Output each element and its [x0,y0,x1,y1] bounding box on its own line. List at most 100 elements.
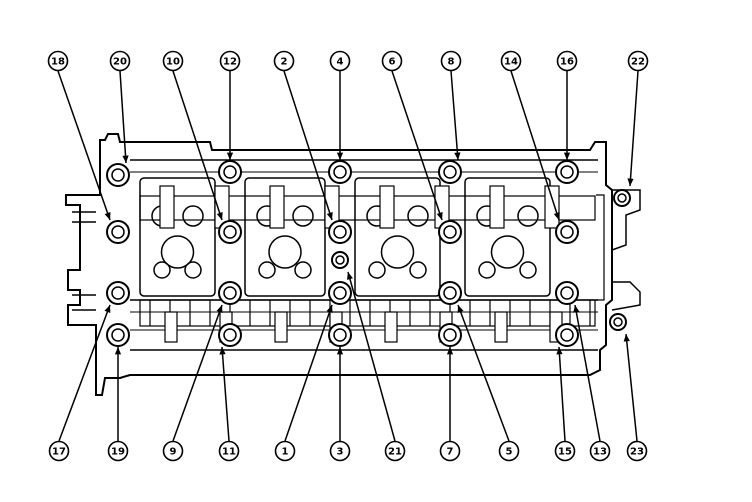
valve-spring [164,311,178,343]
callout-22: 22 [627,50,649,72]
bolt-21 [331,251,349,269]
callout-18: 18 [47,50,69,72]
cam-lobe [489,185,505,229]
intake-camshaft [139,195,596,221]
bolt-11 [218,323,242,347]
callout-number-9: 9 [170,447,177,458]
callout-21: 21 [384,440,406,462]
bolt-13 [555,281,579,305]
cam-lobe [379,185,395,229]
callout-number-8: 8 [448,57,455,68]
callout-3: 3 [329,440,351,462]
callout-number-22: 22 [631,57,645,68]
camshaft-detail [139,185,596,343]
callout-11: 11 [218,440,240,462]
bolt-9 [218,281,242,305]
leader-line-6 [391,70,443,221]
leader-line-13 [573,304,601,442]
bolt-18 [106,220,130,244]
leader-line-2 [283,70,333,221]
callout-number-7: 7 [447,447,454,458]
bolt-1 [328,281,352,305]
callout-number-4: 4 [337,57,344,68]
bolt-23 [609,313,627,331]
cylinder-head-outline [65,133,641,396]
callout-number-20: 20 [113,57,127,68]
leader-line-3 [336,347,344,441]
leader-line-9 [172,304,223,442]
leader-line-18 [57,70,111,221]
bolt-10 [218,220,242,244]
callout-16: 16 [556,50,578,72]
callout-number-11: 11 [222,447,236,458]
callout-12: 12 [219,50,241,72]
leader-line-4 [336,71,344,160]
callout-13: 13 [589,440,611,462]
callout-6: 6 [381,50,403,72]
spark-plug-bore [490,235,525,269]
callout-number-23: 23 [630,447,644,458]
leader-line-17 [58,304,111,442]
callout-number-2: 2 [281,57,288,68]
bolt-2 [328,220,352,244]
bolt-12 [218,160,242,184]
cam-lobe [544,185,560,229]
callout-number-15: 15 [558,447,572,458]
callout-4: 4 [329,50,351,72]
leader-line-23 [623,333,638,442]
leader-line-10 [172,70,223,221]
callout-number-6: 6 [389,57,396,68]
bolt-7 [438,323,462,347]
leader-line-1 [284,304,333,442]
callout-number-14: 14 [504,57,518,68]
spark-plug-bore [380,235,415,269]
leader-line-5 [457,304,510,442]
leader-line-14 [510,70,560,221]
bolt-6 [438,220,462,244]
valve-spring [274,311,288,343]
bolt-16 [555,160,579,184]
callout-9: 9 [162,440,184,462]
bolt-15 [555,323,579,347]
cam-lobe [269,185,285,229]
callout-number-17: 17 [52,447,66,458]
callout-1: 1 [274,440,296,462]
leader-line-19 [114,347,122,441]
bolt-17 [106,281,130,305]
valve-spring [494,311,508,343]
leader-line-22 [627,70,639,187]
callout-number-13: 13 [593,447,607,458]
bolt-8 [438,160,462,184]
bolt-22 [613,189,631,207]
spark-plug-bore [268,235,302,269]
cylinder-chamber-1 [139,177,216,297]
callout-8: 8 [440,50,462,72]
leader-lines [57,70,639,442]
valve-spring [384,311,398,343]
leader-line-16 [563,71,571,160]
bolt-5 [438,281,462,305]
callout-10: 10 [162,50,184,72]
callout-5: 5 [498,440,520,462]
callout-number-18: 18 [51,57,65,68]
callout-number-21: 21 [388,447,402,458]
callout-2: 2 [273,50,295,72]
leader-line-20 [119,70,129,164]
cylinder-chamber-4 [464,177,551,297]
callout-17: 17 [48,440,70,462]
bolt-3 [328,323,352,347]
callout-number-12: 12 [223,57,237,68]
bolt-20 [106,163,130,187]
leader-line-8 [450,70,461,161]
callout-number-16: 16 [560,57,574,68]
spark-plug-bore [160,235,195,269]
leader-line-15 [556,346,566,442]
callout-number-3: 3 [337,447,344,458]
cam-lobe [159,185,175,229]
callout-7: 7 [439,440,461,462]
leader-line-11 [219,346,230,442]
callout-number-19: 19 [111,447,125,458]
callout-19: 19 [107,440,129,462]
bolt-14 [555,220,579,244]
